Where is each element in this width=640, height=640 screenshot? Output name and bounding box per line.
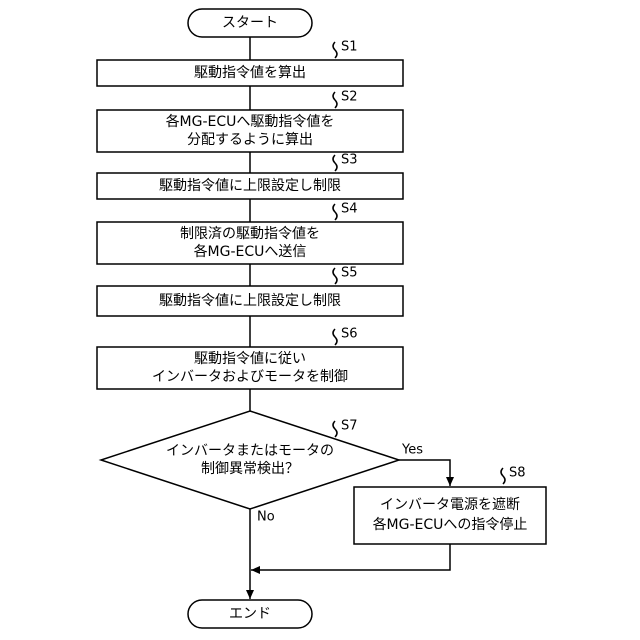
- step-text: 制限済の駆動指令値を: [180, 226, 320, 242]
- step-id-s6: S6: [333, 327, 358, 346]
- step-s8: インバータ電源を遮断 各MG-ECUへの指令停止: [354, 487, 546, 544]
- start-label: スタート: [222, 15, 278, 31]
- step-s5: 駆動指令値に上限設定し制限: [97, 286, 403, 316]
- yes-label: Yes: [401, 443, 423, 458]
- step-id-label: S7: [341, 419, 358, 434]
- step-id-label: S4: [341, 202, 358, 217]
- yes-connector: [399, 460, 450, 486]
- step-id-s4: S4: [333, 202, 358, 221]
- step-text: 駆動指令値に従い: [194, 351, 306, 367]
- merge-connector: [251, 544, 450, 570]
- step-id-s2: S2: [333, 90, 358, 109]
- step-id-s3: S3: [333, 153, 358, 172]
- step-text: インバータ電源を遮断: [380, 497, 520, 513]
- step-id-label: S3: [341, 153, 358, 168]
- step-id-label: S6: [341, 327, 358, 342]
- end-terminal: エンド: [188, 600, 312, 628]
- step-s6: 駆動指令値に従い インバータおよびモータを制御: [97, 347, 403, 389]
- no-label: No: [257, 510, 275, 525]
- step-text: 駆動指令値を算出: [194, 65, 306, 81]
- step-s1: 駆動指令値を算出: [97, 60, 403, 86]
- step-s4: 制限済の駆動指令値を 各MG-ECUへ送信: [97, 222, 403, 264]
- step-text: 分配するように算出: [187, 132, 313, 148]
- step-text: 駆動指令値に上限設定し制限: [159, 293, 341, 309]
- step-id-s8: S8: [501, 466, 526, 485]
- step-s3: 駆動指令値に上限設定し制限: [97, 173, 403, 199]
- step-s2: 各MG-ECUへ駆動指令値を 分配するように算出: [97, 110, 403, 152]
- decision-text: インバータまたはモータの: [166, 443, 334, 459]
- step-id-s1: S1: [333, 40, 358, 59]
- end-label: エンド: [229, 606, 271, 622]
- step-text: 各MG-ECUへ駆動指令値を: [166, 114, 335, 130]
- step-id-s5: S5: [333, 266, 358, 285]
- step-text: 各MG-ECUへ送信: [194, 244, 307, 260]
- decision-text: 制御異常検出？: [201, 461, 299, 477]
- step-id-s7: S7: [333, 419, 358, 438]
- step-id-label: S8: [509, 466, 526, 481]
- step-id-label: S2: [341, 90, 358, 105]
- step-text: インバータおよびモータを制御: [152, 369, 348, 385]
- start-terminal: スタート: [188, 9, 312, 37]
- step-text: 各MG-ECUへの指令停止: [373, 516, 528, 533]
- step-id-label: S5: [341, 266, 358, 281]
- step-text: 駆動指令値に上限設定し制限: [159, 178, 341, 194]
- step-id-label: S1: [341, 40, 358, 55]
